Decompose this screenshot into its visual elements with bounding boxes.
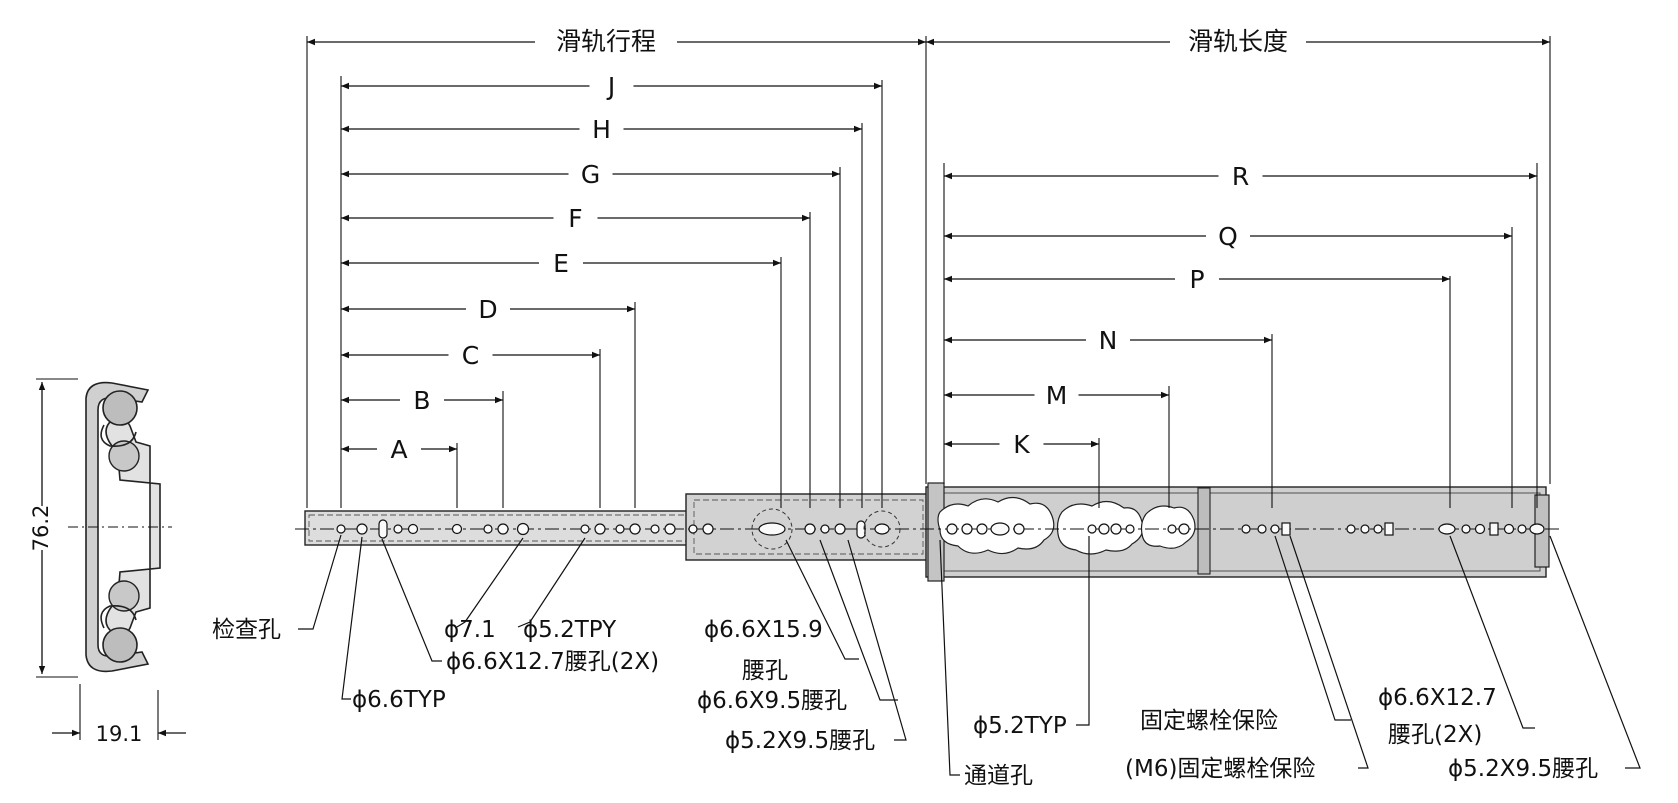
dimension-d-label: D [478, 295, 497, 324]
dimension-p-label: P [1189, 265, 1204, 294]
callout-bolt-lock: 固定螺栓保险 [1140, 708, 1278, 734]
callout-d66x127-right: ϕ6.6X12.7 [1378, 685, 1497, 711]
callout-d66x159-slot: 腰孔 [742, 658, 788, 684]
travel-label: 滑轨行程 [556, 27, 656, 56]
callout-d52x95-right: ϕ5.2X9.5腰孔 [1448, 756, 1598, 782]
callout-d52-tpy: ϕ5.2TPY [523, 617, 617, 643]
callout-d66-typ: ϕ6.6TYP [352, 687, 446, 713]
profile-ball-top [102, 390, 138, 426]
callout-slot-2x: 腰孔(2X) [1388, 722, 1482, 748]
dimension-f-label: F [568, 204, 582, 233]
dimension-c-label: C [462, 341, 479, 370]
dimension-g-label: G [581, 160, 600, 189]
callout-d66x95: ϕ6.6X9.5腰孔 [697, 688, 847, 714]
profile-ball-lower [108, 580, 140, 612]
profile-spring-clip [100, 424, 137, 629]
dimension-a-label: A [390, 435, 407, 464]
callout-d52x95-left: ϕ5.2X9.5腰孔 [725, 728, 875, 754]
callout-labels: 检查孔 ϕ6.6TYP ϕ7.1 ϕ5.2TPY ϕ6.6X12.7腰孔(2X)… [212, 617, 1598, 789]
height-dimension-value: 76.2 [29, 505, 53, 552]
dimension-n-label: N [1099, 326, 1118, 355]
dimension-q-label: Q [1218, 222, 1238, 251]
callout-d71: ϕ7.1 [444, 617, 496, 643]
dimension-m-label: M [1046, 381, 1068, 410]
dimension-h-label: H [592, 115, 611, 144]
profile-ball-mid [108, 440, 140, 472]
dimension-r-label: R [1232, 162, 1249, 191]
leader-lines [298, 534, 1641, 776]
callout-m6-bolt-lock: (M6)固定螺栓保险 [1125, 756, 1315, 782]
dimension-b-label: B [413, 386, 430, 415]
callout-access-hole: 通道孔 [964, 763, 1033, 789]
length-label: 滑轨长度 [1188, 27, 1288, 56]
rail-cross-section: 76.2 19.1 [28, 378, 186, 746]
callout-d52-typ: ϕ5.2TYP [973, 713, 1067, 739]
right-dimensions: KM N PQ R [944, 162, 1537, 459]
extension-lines [306, 36, 1551, 508]
dimension-e-label: E [553, 249, 569, 278]
callout-inspect-hole: 检查孔 [212, 617, 281, 643]
width-dimension-value: 19.1 [96, 722, 143, 746]
dimension-length: 滑轨长度 [926, 27, 1550, 56]
dimension-j-label: J [606, 72, 615, 101]
dimension-travel: 滑轨行程 [307, 27, 926, 56]
callout-d66x127-2x: ϕ6.6X12.7腰孔(2X) [446, 649, 659, 675]
profile-ball-bottom [102, 627, 138, 663]
rail-side-view [295, 482, 1560, 582]
profile-outer-member [85, 381, 150, 673]
dimension-k-label: K [1013, 430, 1030, 459]
callout-d66x159: ϕ6.6X15.9 [704, 617, 823, 643]
rail-holes [336, 519, 1545, 539]
